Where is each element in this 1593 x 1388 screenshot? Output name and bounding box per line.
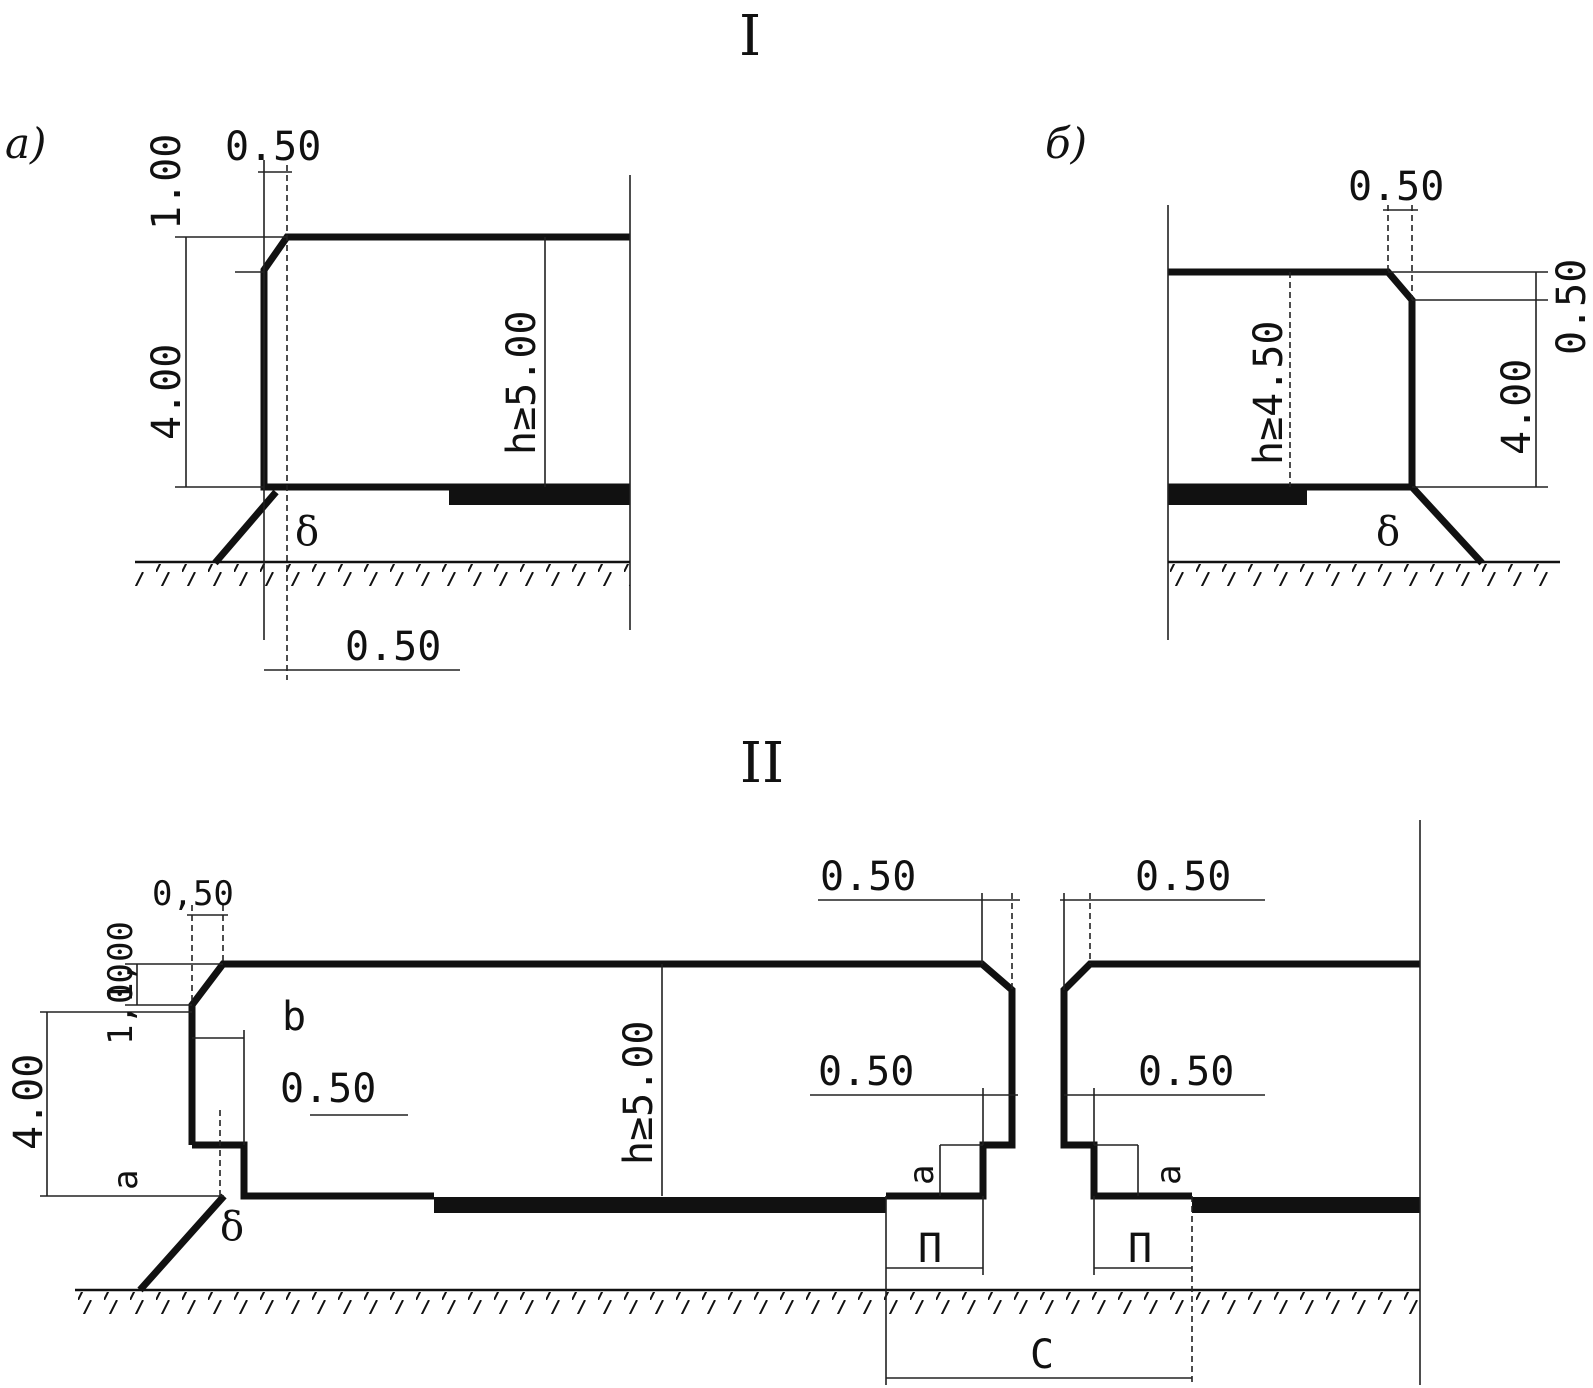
panel-c-right-top-width: 0.50 [820, 854, 916, 900]
panel-c-far-inner-width: 0.50 [1138, 1049, 1234, 1095]
panel-a-clear-height: h≥5.00 [499, 311, 545, 456]
panel-c-delta: δ [220, 1204, 244, 1250]
panel-c-far-top-width: 0.50 [1135, 854, 1231, 900]
panel-label-b: б) [1045, 119, 1087, 168]
panel-a-delta: δ [295, 509, 319, 555]
panel-c-main-outline [188, 960, 1016, 1200]
panel-c: 0,50 1,00 1,00 4.00 b 0.50 a δ h≥5.00 0.… [6, 820, 1421, 1385]
panel-a: a) 0.50 1.00 4.00 h≥5.00 0.50 δ [5, 119, 631, 680]
panel-b-top-height: 0.50 [1549, 259, 1593, 355]
panel-c-left-wall-height: 4.00 [6, 1054, 52, 1150]
panel-c-left-top-width: 0,50 [152, 874, 234, 914]
panel-b-support-slope [1409, 484, 1485, 566]
panel-c-right-inner-width: 0.50 [818, 1049, 914, 1095]
panel-c-label-b: b [282, 994, 306, 1040]
panel-c-far-a: a [1149, 1165, 1189, 1185]
panel-c-right-p: П [918, 1226, 942, 1272]
panel-b-clear-height: h≥4.50 [1246, 321, 1292, 466]
section-title-two: II [740, 731, 784, 796]
panel-c-inner-width: 0.50 [280, 1066, 376, 1112]
panel-b-ground-hatch [1168, 564, 1560, 586]
panel-a-bottom-width: 0.50 [345, 624, 441, 670]
panel-c-gap: C [1030, 1332, 1054, 1378]
panel-c-right-a: a [902, 1165, 942, 1185]
panel-c-far-outline [1060, 960, 1420, 1200]
panel-b-delta: δ [1376, 509, 1400, 555]
panel-c-support-slope [137, 1193, 227, 1293]
panel-c-ground-hatch [75, 1292, 1420, 1314]
panel-c-far-p: П [1128, 1226, 1152, 1272]
panel-a-ground-hatch [135, 564, 630, 586]
panel-c-left-top-height: 1,00 [101, 921, 141, 1003]
panel-a-top-width: 0.50 [225, 124, 321, 170]
panel-c-left-step [192, 1141, 434, 1200]
panel-b: б) 0.50 0.50 4.00 h≥4.50 δ [1045, 119, 1593, 640]
panel-c-left-a: a [106, 1170, 146, 1190]
section-title-one: I [739, 4, 761, 69]
panel-c-left-top-height-2: 1,00 [101, 963, 141, 1045]
panel-a-outline [260, 233, 630, 491]
panel-label-a: a) [5, 119, 46, 168]
panel-b-wall-height: 4.00 [1494, 359, 1540, 455]
panel-c-clear-height: h≥5.00 [616, 1021, 662, 1166]
panel-a-support-slope [212, 489, 279, 566]
panel-a-wall-height: 4.00 [144, 344, 190, 440]
panel-a-top-height: 1.00 [144, 134, 190, 230]
panel-b-top-width: 0.50 [1348, 164, 1444, 210]
